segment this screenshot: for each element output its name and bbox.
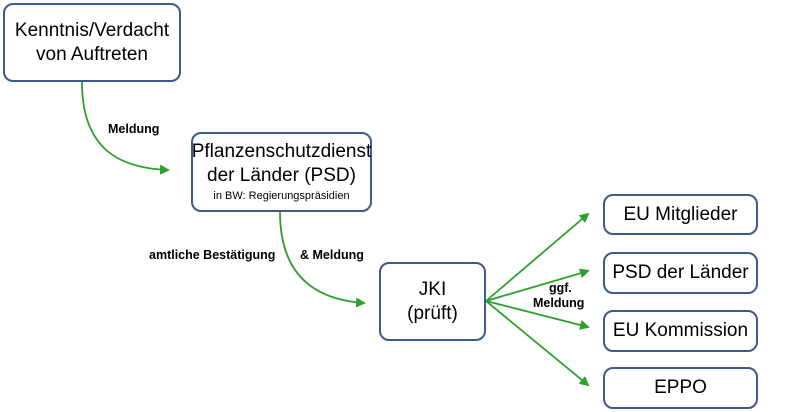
edge-label-amtliche-bestaetigung: amtliche Bestätigung (149, 248, 276, 262)
arrow-jki-to-eu-mitglieder (485, 212, 590, 302)
node-jki-line1: JKI (418, 278, 447, 300)
node-psd-der-laender-label: PSD der Länder (612, 262, 749, 284)
node-psd-der-laender: PSD der Länder (603, 252, 758, 294)
edge-label-ggf-meldung: Meldung (533, 296, 585, 310)
node-eu-kommission: EU Kommission (603, 310, 758, 352)
arrow-jki-to-eu-kommission (485, 300, 590, 330)
arrow-jki-to-eppo (485, 300, 590, 387)
node-jki-line2: (prüft) (407, 302, 458, 324)
edge-label-ggf: ggf. (549, 281, 572, 295)
edge-label-meldung: Meldung (108, 122, 160, 136)
node-psd-line2: der Länder (PSD) (207, 165, 356, 187)
node-kenntnis-line2: von Auftreten (36, 43, 148, 65)
arrow-start-to-psd (81, 81, 170, 175)
edge-label-und-meldung: & Meldung (300, 248, 364, 262)
node-psd-line1: Pflanzenschutzdienst (191, 141, 372, 163)
node-eu-mitglieder-label: EU Mitglieder (623, 203, 738, 225)
node-pflanzenschutzdienst: Pflanzenschutzdienst der Länder (PSD) in… (191, 132, 372, 212)
node-kenntnis-verdacht: Kenntnis/Verdacht von Auftreten (3, 3, 181, 82)
node-jki: JKI (prüft) (379, 262, 486, 341)
node-eppo: EPPO (603, 367, 758, 409)
arrow-psd-to-jki (279, 211, 366, 308)
node-kenntnis-line1: Kenntnis/Verdacht (14, 19, 170, 41)
node-psd-subtext: in BW: Regierungspräsidien (213, 189, 350, 202)
node-eu-mitglieder: EU Mitglieder (603, 194, 758, 235)
node-eppo-label: EPPO (654, 377, 707, 399)
node-eu-kommission-label: EU Kommission (612, 320, 749, 342)
arrow-jki-to-psd-laender (485, 268, 590, 302)
